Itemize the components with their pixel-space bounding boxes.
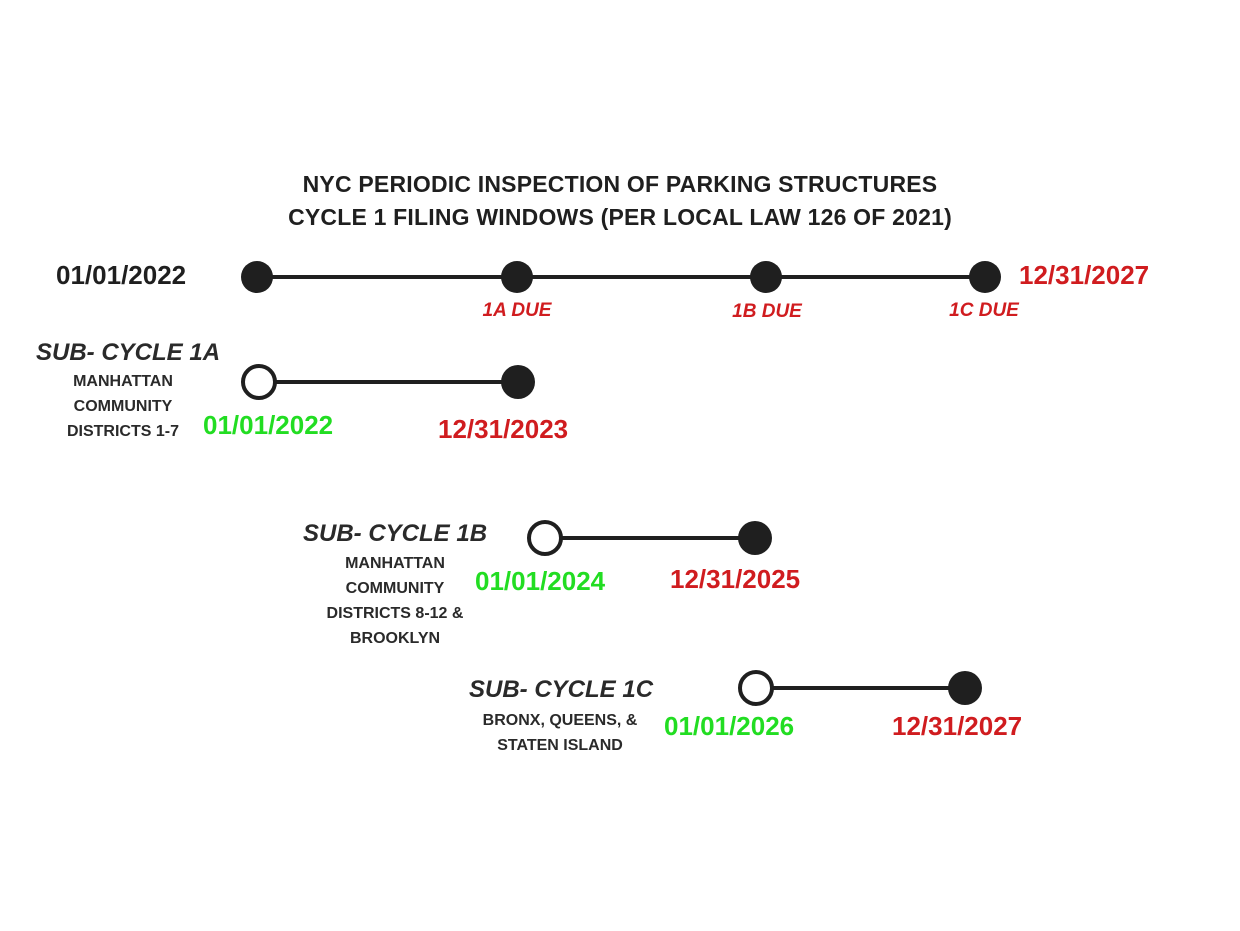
sub-cycle-1b-end-date: 12/31/2025: [670, 564, 801, 594]
sub-cycle-1b-description: MANHATTAN COMMUNITY DISTRICTS 8-12 & BRO…: [326, 555, 464, 647]
milestone-1a-due-label: 1A DUE: [482, 300, 552, 321]
main-timeline-start-node: [241, 261, 273, 293]
main-timeline-1b-node: [750, 261, 782, 293]
sub-cycle-1a-end-node: [501, 365, 535, 399]
sub-cycle-1c-end-date: 12/31/2027: [892, 711, 1023, 741]
diagram-title-line-1: NYC PERIODIC INSPECTION OF PARKING STRUC…: [302, 171, 938, 197]
main-timeline-end-node: [969, 261, 1001, 293]
sub-cycle-1c-description: BRONX, QUEENS, & STATEN ISLAND: [482, 712, 638, 754]
sub-cycle-1b-end-node: [738, 521, 772, 555]
sub-cycle-1a-end-date: 12/31/2023: [438, 414, 569, 444]
sub-cycle-1b-start-date: 01/01/2024: [475, 566, 606, 596]
milestone-1c-due-label: 1C DUE: [949, 300, 1019, 321]
main-timeline-start-date: 01/01/2022: [56, 260, 187, 290]
sub-cycle-1b-title: SUB- CYCLE 1B: [303, 520, 488, 547]
main-timeline-1a-node: [501, 261, 533, 293]
sub-cycle-1c-end-node: [948, 671, 982, 705]
sub-cycle-1b-start-node: [527, 520, 563, 556]
sub-cycle-1a-start-node: [241, 364, 277, 400]
milestone-1b-due-label: 1B DUE: [732, 301, 802, 322]
sub-cycle-1a-description: MANHATTAN COMMUNITY DISTRICTS 1-7: [66, 373, 179, 440]
sub-cycle-1c-start-date: 01/01/2026: [664, 711, 795, 741]
sub-cycle-1a-start-date: 01/01/2022: [203, 410, 334, 440]
diagram-title-line-2: CYCLE 1 FILING WINDOWS (PER LOCAL LAW 12…: [288, 204, 952, 230]
sub-cycle-1c-start-node: [738, 670, 774, 706]
main-timeline-end-date: 12/31/2027: [1019, 260, 1150, 290]
sub-cycle-1c-title: SUB- CYCLE 1C: [469, 676, 654, 703]
sub-cycle-1a-title: SUB- CYCLE 1A: [36, 339, 221, 366]
